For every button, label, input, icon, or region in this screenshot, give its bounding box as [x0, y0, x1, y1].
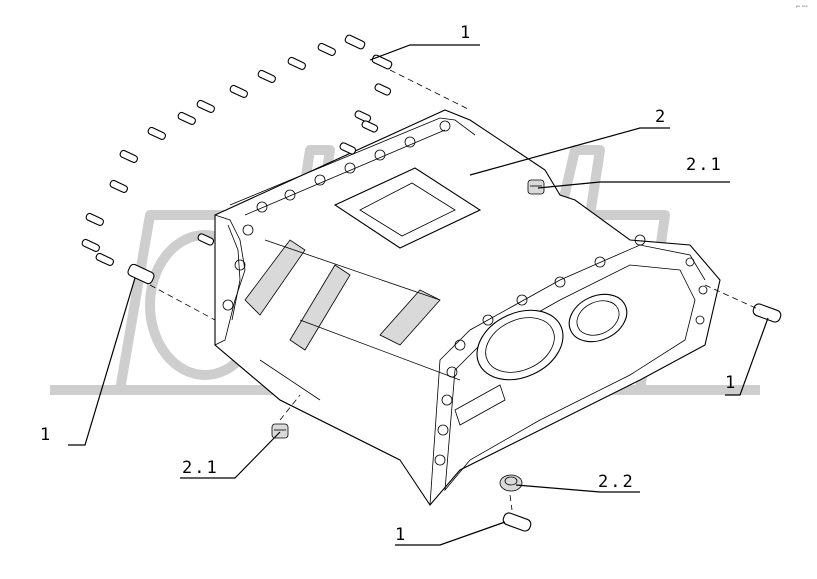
dowel-pin	[119, 149, 138, 163]
dowel-pin	[147, 126, 166, 140]
top-flange-bolt-bosses	[222, 120, 451, 311]
dowel-pin	[339, 142, 357, 155]
plug-2-1-top	[527, 179, 545, 195]
dowel-pin-right	[752, 303, 782, 323]
dowel-pin	[85, 212, 104, 226]
dowel-pin	[127, 263, 155, 285]
dowel-pins	[81, 34, 393, 285]
assembly-line	[149, 284, 216, 321]
dowel-pin	[361, 120, 379, 133]
assembly-line	[279, 394, 301, 421]
dowel-pin	[177, 111, 196, 125]
dowel-pin	[81, 238, 100, 252]
dowel-pin	[344, 34, 366, 50]
dowel-pin	[109, 179, 128, 193]
assembly-line	[509, 494, 513, 511]
dowel-pin	[317, 42, 336, 56]
plug-2-2	[499, 474, 523, 492]
dowel-pin	[196, 99, 215, 113]
dowel-pin	[257, 69, 276, 83]
dowel-pin-bottom	[502, 512, 532, 532]
flange-bolt-bosses	[434, 234, 708, 466]
gearbox-housing	[214, 109, 721, 506]
callout-1-top: 1	[460, 23, 472, 43]
callout-1-left: 1	[40, 425, 52, 445]
dowel-pin	[354, 110, 372, 123]
dowel-pin	[371, 54, 393, 70]
dowel-pin	[197, 233, 215, 246]
callout-1-right: 1	[725, 373, 737, 393]
leader-lines	[68, 44, 769, 546]
callout-2-2: 2.2	[598, 472, 635, 492]
dowel-pin	[229, 84, 248, 98]
dowel-pin	[95, 252, 114, 266]
assembly-line	[704, 284, 761, 311]
callout-2-1-left: 2.1	[182, 458, 219, 478]
callout-2-1-top: 2.1	[686, 155, 723, 175]
plug-2-1-bottom	[271, 423, 289, 439]
assembly-line	[389, 69, 471, 111]
callout-2: 2	[655, 107, 667, 127]
dowel-pin	[287, 56, 306, 70]
corner-mark: ᵖᵒ ˢᵒˢ	[796, 5, 808, 11]
dowel-pin	[374, 83, 392, 96]
callout-1-bottom: 1	[395, 525, 407, 545]
